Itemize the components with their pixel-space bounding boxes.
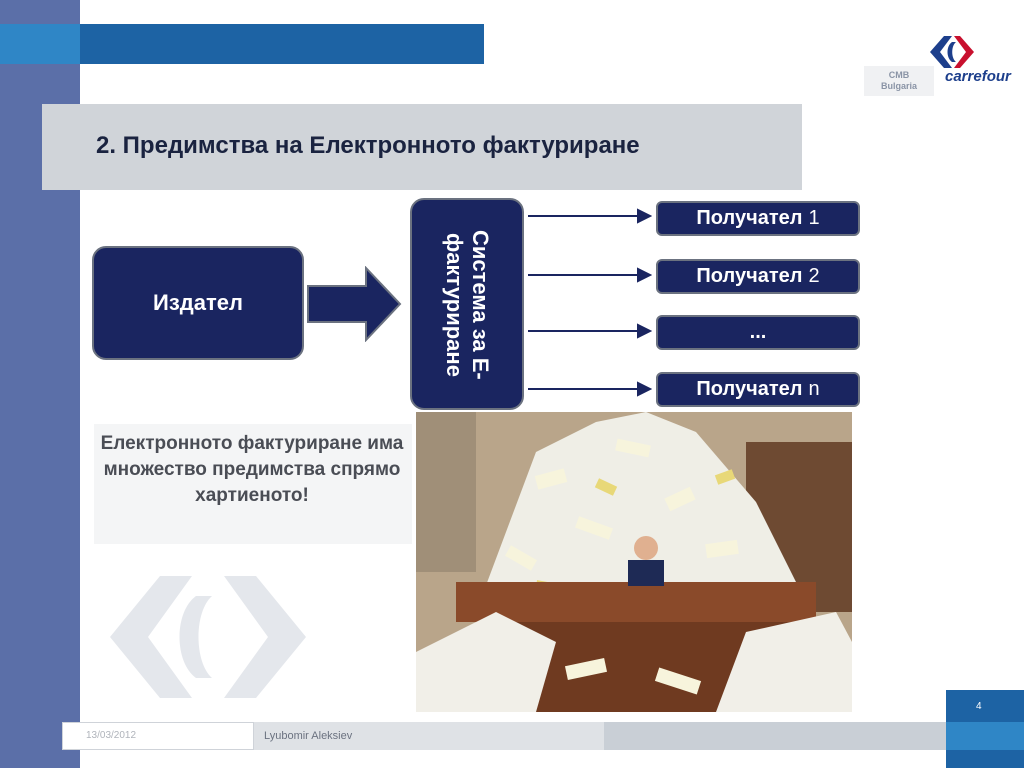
recipient-n-index: n — [808, 378, 820, 400]
page-number-strip — [946, 722, 1024, 750]
recipient-2-label: Получател — [696, 265, 803, 287]
recipient-box-1: Получател 1 — [656, 201, 860, 236]
title-band — [42, 104, 802, 190]
carrefour-wordmark: carrefour — [945, 68, 1011, 85]
cmb-bulgaria-label: CMB Bulgaria — [864, 70, 934, 92]
footer-date-box — [62, 722, 254, 750]
recipient-box-2: Получател 2 — [656, 259, 860, 294]
recipient-arrows — [528, 208, 652, 397]
recipient-2-index: 2 — [808, 265, 820, 287]
carrefour-watermark-icon — [110, 576, 306, 698]
recipient-ellipsis-label: ... — [749, 321, 767, 343]
recipient-n-label: Получател — [696, 378, 803, 400]
note-box — [94, 424, 412, 544]
cmb-line-1: CMB — [888, 70, 910, 80]
footer-date: 13/03/2012 — [86, 730, 137, 741]
recipient-box-n: Получател n — [656, 372, 860, 407]
page-number: 4 — [976, 701, 982, 712]
slide-title: 2. Предимства на Електронното фактуриран… — [96, 132, 640, 159]
footer-bar-right — [604, 722, 946, 750]
carrefour-logo-icon — [930, 36, 974, 68]
issuer-box: Издател — [92, 246, 304, 360]
note-text: Електронното фактуриране има множество п… — [100, 433, 404, 506]
paper-pile-photo — [416, 412, 852, 712]
recipient-1-index: 1 — [808, 207, 820, 229]
footer-author: Lyubomir Aleksiev — [264, 730, 353, 742]
cmb-logo-box — [864, 66, 934, 96]
e-invoicing-system-label: Система за Е-фактуриране — [442, 230, 493, 380]
e-invoicing-system-box — [410, 198, 524, 410]
top-stripe — [0, 24, 484, 64]
top-stripe-accent — [0, 24, 80, 64]
footer-bar — [254, 722, 604, 750]
paper-pile-illustration — [416, 412, 852, 712]
recipient-box-ellipsis: ... — [656, 315, 860, 350]
cmb-line-2: Bulgaria — [880, 81, 917, 91]
recipient-1-label: Получател — [696, 207, 803, 229]
block-arrow-icon — [307, 266, 402, 342]
